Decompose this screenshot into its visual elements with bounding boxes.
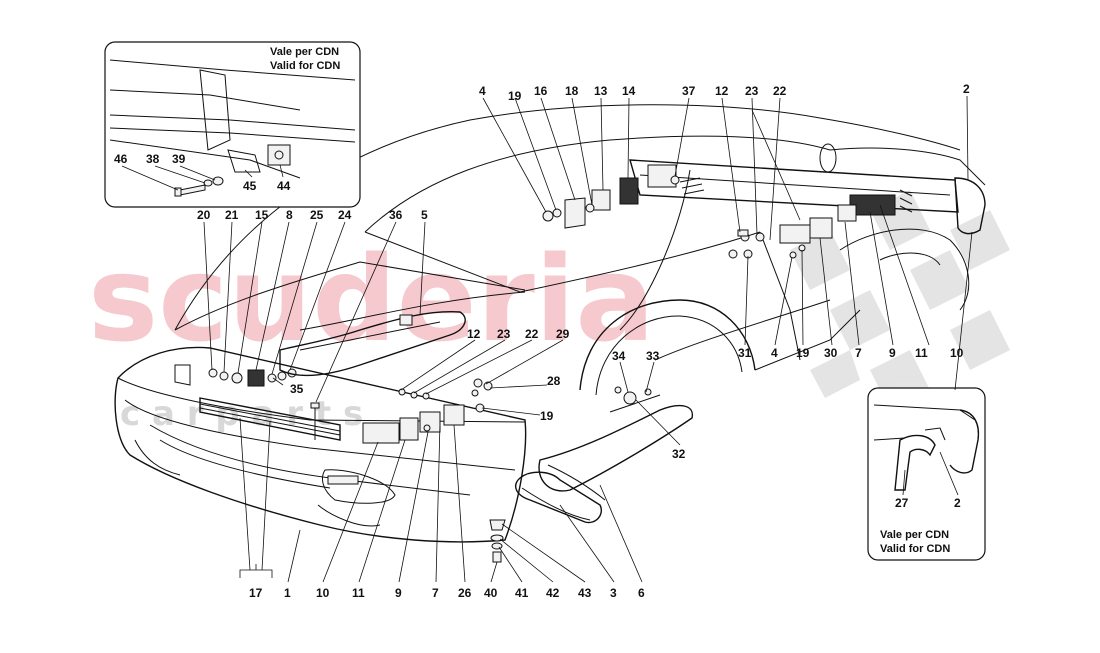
callout-2-top: 2 bbox=[963, 82, 970, 96]
callout-32: 32 bbox=[672, 447, 686, 461]
callout-30: 30 bbox=[824, 346, 838, 360]
inset-top-left-line1: Vale per CDN bbox=[270, 46, 339, 58]
callout-1: 1 bbox=[284, 586, 291, 600]
callout-27: 27 bbox=[895, 496, 909, 510]
callout-42: 42 bbox=[546, 586, 560, 600]
callout-44: 44 bbox=[277, 179, 291, 193]
callout-31: 31 bbox=[738, 346, 752, 360]
callout-34: 34 bbox=[612, 349, 626, 363]
callout-24: 24 bbox=[338, 208, 352, 222]
callout-25: 25 bbox=[310, 208, 324, 222]
inset-top-left-line2: Valid for CDN bbox=[270, 60, 340, 72]
front-mount-parts bbox=[208, 310, 493, 444]
callout-13: 13 bbox=[594, 84, 608, 98]
callout-35: 35 bbox=[290, 382, 304, 396]
air-ducts bbox=[514, 386, 694, 524]
callout-41: 41 bbox=[515, 586, 529, 600]
callout-3: 3 bbox=[610, 586, 617, 600]
callout-19-mid: 19 bbox=[540, 409, 554, 423]
callout-9-bottom: 9 bbox=[395, 586, 402, 600]
front-bumper bbox=[114, 346, 527, 543]
callout-43: 43 bbox=[578, 586, 592, 600]
callout-26: 26 bbox=[458, 586, 472, 600]
callout-16: 16 bbox=[534, 84, 548, 98]
callout-21: 21 bbox=[225, 208, 239, 222]
callout-40: 40 bbox=[484, 586, 498, 600]
callout-2-inset: 2 bbox=[954, 496, 961, 510]
callout-14: 14 bbox=[622, 84, 636, 98]
callout-36: 36 bbox=[389, 208, 403, 222]
inset-bottom-right: Vale per CDN Valid for CDN bbox=[867, 387, 986, 561]
callout-4-top: 4 bbox=[479, 84, 486, 98]
callout-12-mid: 12 bbox=[467, 327, 481, 341]
callout-10-right: 10 bbox=[950, 346, 964, 360]
callout-11-bottom: 11 bbox=[352, 586, 365, 600]
callout-19-top: 19 bbox=[508, 89, 522, 103]
callout-28: 28 bbox=[547, 374, 561, 388]
inset-bottom-right-line2: Valid for CDN bbox=[880, 543, 950, 555]
callout-39: 39 bbox=[172, 152, 186, 166]
callout-38: 38 bbox=[146, 152, 160, 166]
callout-33: 33 bbox=[646, 349, 660, 363]
callout-7-bottom: 7 bbox=[432, 586, 439, 600]
callout-45: 45 bbox=[243, 179, 257, 193]
callout-labels: 46 38 39 45 44 20 21 15 8 25 24 36 5 4 1… bbox=[114, 82, 970, 600]
callout-9-right: 9 bbox=[889, 346, 896, 360]
leader-lines bbox=[121, 95, 969, 583]
watermark-main-text: scuderia bbox=[88, 230, 655, 368]
lower-fasteners bbox=[489, 519, 506, 563]
callout-10-bottom: 10 bbox=[316, 586, 330, 600]
callout-8: 8 bbox=[286, 208, 293, 222]
callout-19-right: 19 bbox=[796, 346, 810, 360]
callout-46: 46 bbox=[114, 152, 128, 166]
callout-29: 29 bbox=[556, 327, 570, 341]
inset-top-left: Vale per CDN Valid for CDN bbox=[104, 41, 361, 208]
callout-22-mid: 22 bbox=[525, 327, 539, 341]
rear-bumper-assembly bbox=[542, 159, 986, 259]
callout-20: 20 bbox=[197, 208, 211, 222]
inset-bottom-right-line1: Vale per CDN bbox=[880, 529, 949, 541]
callout-23-mid: 23 bbox=[497, 327, 511, 341]
callout-17: 17 bbox=[249, 586, 263, 600]
callout-18: 18 bbox=[565, 84, 579, 98]
callout-5: 5 bbox=[421, 208, 428, 222]
callout-22-top: 22 bbox=[773, 84, 787, 98]
callout-7-right: 7 bbox=[855, 346, 862, 360]
callout-11-right: 11 bbox=[915, 346, 928, 360]
callout-12-top: 12 bbox=[715, 84, 729, 98]
callout-23-top: 23 bbox=[745, 84, 759, 98]
callout-6: 6 bbox=[638, 586, 645, 600]
inset-connector bbox=[954, 231, 973, 391]
callout-15: 15 bbox=[255, 208, 269, 222]
callout-37: 37 bbox=[682, 84, 696, 98]
callout-4-right: 4 bbox=[771, 346, 778, 360]
car-body-outline bbox=[174, 104, 986, 396]
